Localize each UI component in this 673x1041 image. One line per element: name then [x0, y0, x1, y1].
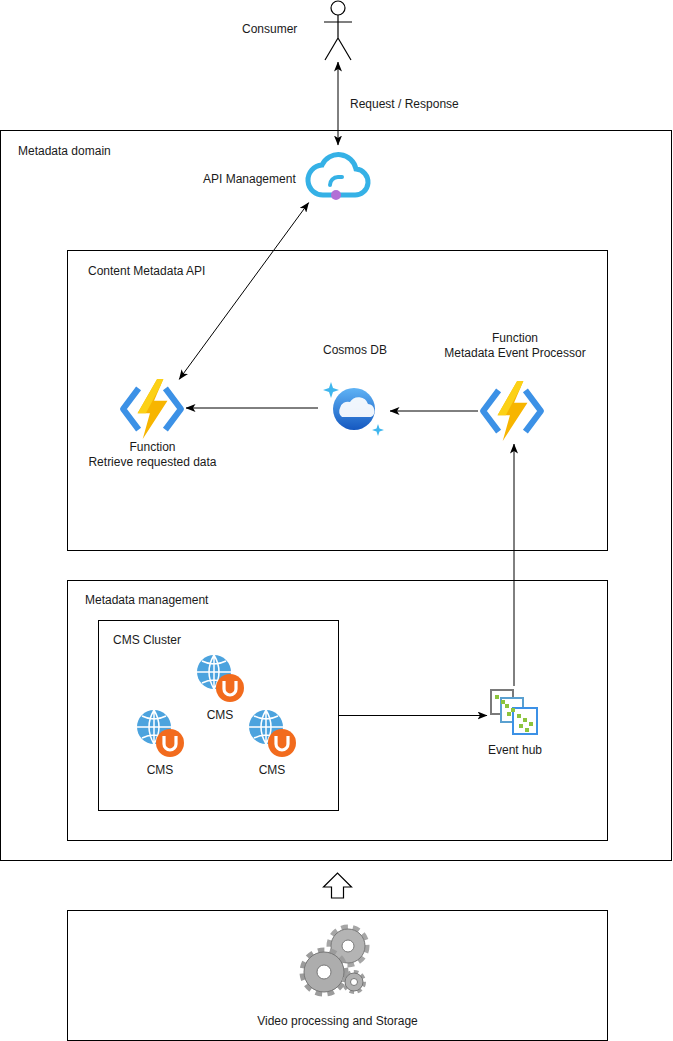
- icon-slot: [318, 372, 390, 444]
- icon-node: CMS: [130, 707, 190, 779]
- node-label: API Management: [203, 172, 296, 187]
- node-label: Function Metadata Event Processor: [430, 331, 600, 361]
- connector: [339, 715, 487, 716]
- cosmos-db-icon: [318, 372, 390, 444]
- group-heading: Video processing and Storage: [68, 1014, 607, 1029]
- edge-label: Request / Response: [348, 97, 461, 112]
- icon-slot: [487, 686, 541, 740]
- group-box: Metadata domainAPI Management Content Me…: [0, 130, 672, 861]
- icon-node: Consumer: [232, 0, 357, 64]
- icon-slot: [118, 376, 186, 442]
- icon-slot: [478, 378, 546, 444]
- icon-node: Function Retrieve requested data: [85, 376, 220, 476]
- node-label: CMS: [130, 763, 190, 778]
- icon-node: Function Metadata Event Processor: [430, 328, 600, 446]
- function-icon: [478, 378, 546, 444]
- group-heading: Metadata management: [85, 593, 208, 608]
- group-heading: CMS Cluster: [113, 633, 181, 648]
- icon-slot: [322, 0, 354, 62]
- icon-node: CMS: [242, 707, 302, 779]
- connector: [514, 444, 515, 686]
- gears-illustration: [296, 918, 382, 1008]
- node-label: CMS: [242, 763, 302, 778]
- connector: [390, 411, 478, 412]
- icon-node: Cosmos DB: [300, 342, 410, 448]
- group-heading: Content Metadata API: [88, 264, 205, 279]
- icon-node: API Management: [195, 142, 375, 210]
- event-hub-icon: [487, 686, 541, 740]
- api-management-icon: [300, 145, 372, 207]
- group-box: Video processing and Storage: [67, 910, 608, 1041]
- block-arrow: [324, 873, 352, 898]
- cms-icon: [134, 707, 186, 759]
- node-label: CMS: [190, 708, 250, 723]
- connector: [338, 62, 339, 145]
- node-label: Function Retrieve requested data: [85, 440, 220, 470]
- actor-figure: [322, 0, 354, 62]
- group-box: Content Metadata API Function Retrieve re…: [67, 250, 608, 551]
- group-box: Metadata managementCMS ClusterCMS CMS CM…: [67, 580, 608, 841]
- cms-icon: [246, 707, 298, 759]
- icon-slot: [300, 145, 372, 207]
- icon-node: CMS: [190, 652, 250, 724]
- connector: [186, 408, 318, 409]
- connector: [179, 203, 308, 380]
- node-label: Event hub: [475, 743, 555, 758]
- cms-icon: [194, 652, 246, 704]
- node-label: Cosmos DB: [300, 343, 410, 358]
- group-heading: Metadata domain: [18, 144, 111, 159]
- group-box: CMS ClusterCMS CMS CMS: [98, 620, 339, 811]
- icon-node: Event hub: [475, 686, 555, 760]
- node-label: Consumer: [242, 22, 297, 37]
- icon-slot: [194, 652, 246, 704]
- function-icon: [118, 376, 186, 442]
- icon-slot: [134, 707, 186, 759]
- icon-slot: [246, 707, 298, 759]
